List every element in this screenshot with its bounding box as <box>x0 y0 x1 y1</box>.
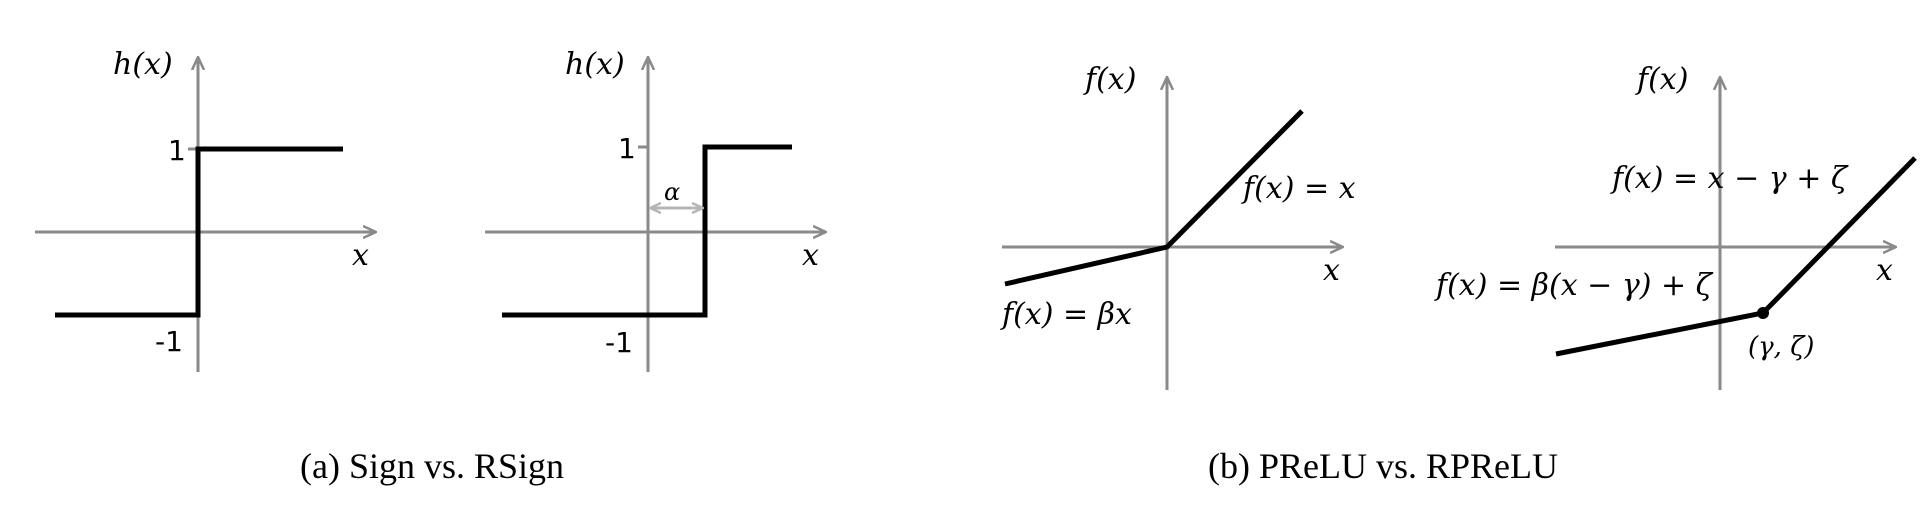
sign-tick-one-label: 1 <box>168 134 186 167</box>
rsign-y-label: h(x) <box>565 47 625 82</box>
rprelu-x-label: x <box>1876 253 1893 288</box>
rprelu-neg-formula: f(x) = β(x − γ) + ζ <box>1434 268 1714 303</box>
prelu-plot: f(x) x f(x) = x f(x) = βx <box>1000 62 1356 390</box>
sign-step-curve <box>55 146 343 318</box>
rprelu-plot: f(x) x f(x) = x − γ + ζ f(x) = β(x − γ) … <box>1434 62 1917 390</box>
prelu-pos-formula: f(x) = x <box>1241 171 1356 206</box>
prelu-neg-formula: f(x) = βx <box>1000 297 1132 332</box>
rprelu-y-label: f(x) <box>1635 62 1688 97</box>
caption-a: (a) Sign vs. RSign <box>300 446 564 486</box>
prelu-x-label: x <box>1323 253 1340 288</box>
rsign-shift-label: α <box>664 178 680 206</box>
rsign-tick-one-label: 1 <box>618 132 636 165</box>
sign-plot: h(x) x 1 -1 <box>35 47 375 372</box>
caption-b: (b) PReLU vs. RPReLU <box>1208 446 1558 486</box>
rsign-step-curve <box>502 144 792 318</box>
rsign-plot: α h(x) x 1 -1 <box>485 47 825 372</box>
sign-tick-neg-one-label: -1 <box>155 325 183 358</box>
rprelu-shift-point <box>1757 307 1769 319</box>
rprelu-pos-formula: f(x) = x − γ + ζ <box>1610 161 1849 196</box>
rprelu-point-label: (γ, ζ) <box>1748 332 1814 362</box>
rsign-tick-neg-one-label: -1 <box>605 326 633 359</box>
prelu-curve <box>1004 109 1304 287</box>
sign-y-label: h(x) <box>113 47 173 82</box>
sign-x-label: x <box>352 238 369 273</box>
prelu-y-label: f(x) <box>1083 62 1136 97</box>
rsign-x-label: x <box>802 238 819 273</box>
